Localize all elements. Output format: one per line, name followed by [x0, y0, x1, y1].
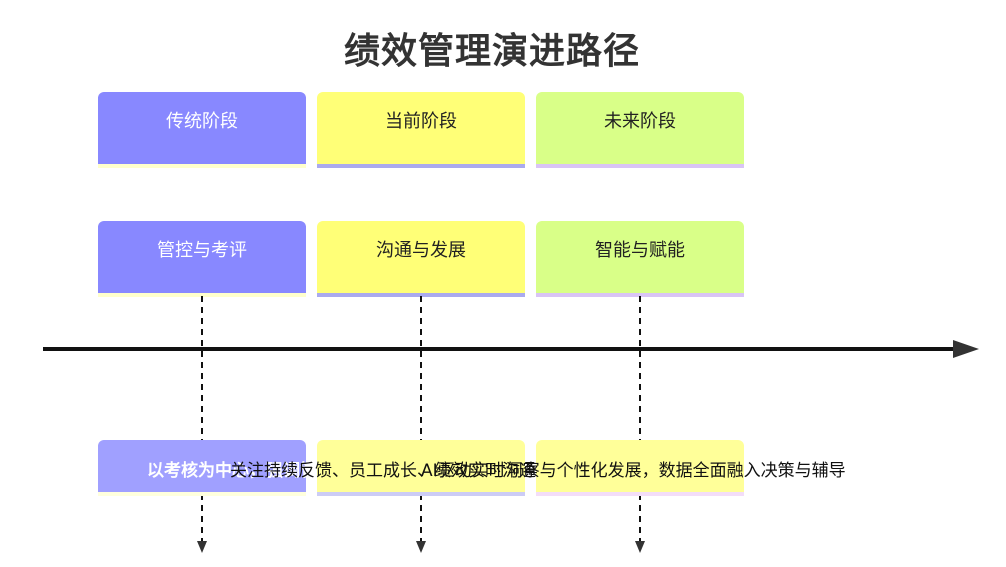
stage-card-current: 当前阶段 [317, 92, 525, 168]
card-stripe [98, 293, 306, 297]
theme-label-future: 智能与赋能 [595, 240, 685, 261]
card-stripe [317, 164, 525, 168]
stage-label-current: 当前阶段 [385, 111, 457, 132]
card-stripe [98, 164, 306, 168]
connector-arrow-icon [635, 541, 645, 553]
stage-card-future: 未来阶段 [536, 92, 744, 168]
timeline-arrowhead-icon [953, 340, 979, 358]
stage-label-traditional: 传统阶段 [166, 111, 238, 132]
theme-card-current: 沟通与发展 [317, 221, 525, 297]
card-stripe [536, 293, 744, 297]
theme-card-future: 智能与赋能 [536, 221, 744, 297]
diagram-title: 绩效管理演进路径 [343, 31, 640, 72]
description-card-current [317, 440, 525, 496]
card-stripe [536, 164, 744, 168]
stage-card-traditional: 传统阶段 [98, 92, 306, 168]
description-card-traditional: 以考核为中心，强调管控 [98, 440, 306, 496]
connector-arrow-icon [416, 541, 426, 553]
theme-card-traditional: 管控与考评 [98, 221, 306, 297]
description-future: AI驱动实时洞察与个性化发展，数据全面融入决策与辅导 [421, 461, 846, 481]
description-current: 关注持续反馈、员工成长、绩效实时沟通 [230, 461, 536, 481]
card-stripe [317, 293, 525, 297]
description-traditional: 以考核为中心，强调管控 [147, 461, 306, 481]
card-stripe [98, 492, 306, 496]
description-card-future [536, 440, 744, 496]
theme-label-traditional: 管控与考评 [157, 240, 247, 261]
stage-label-future: 未来阶段 [604, 111, 676, 132]
card-stripe [317, 492, 525, 496]
theme-label-current: 沟通与发展 [376, 240, 466, 261]
connector-arrow-icon [197, 541, 207, 553]
card-stripe [536, 492, 744, 496]
